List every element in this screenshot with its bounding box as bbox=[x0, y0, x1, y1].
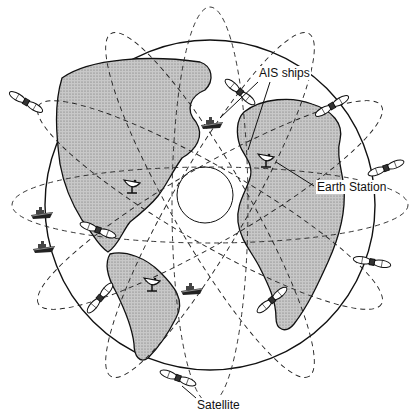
callout-label: Satellite bbox=[196, 398, 241, 412]
callout-label: AIS ships bbox=[258, 66, 311, 80]
callout-label: Earth Station bbox=[316, 180, 387, 194]
